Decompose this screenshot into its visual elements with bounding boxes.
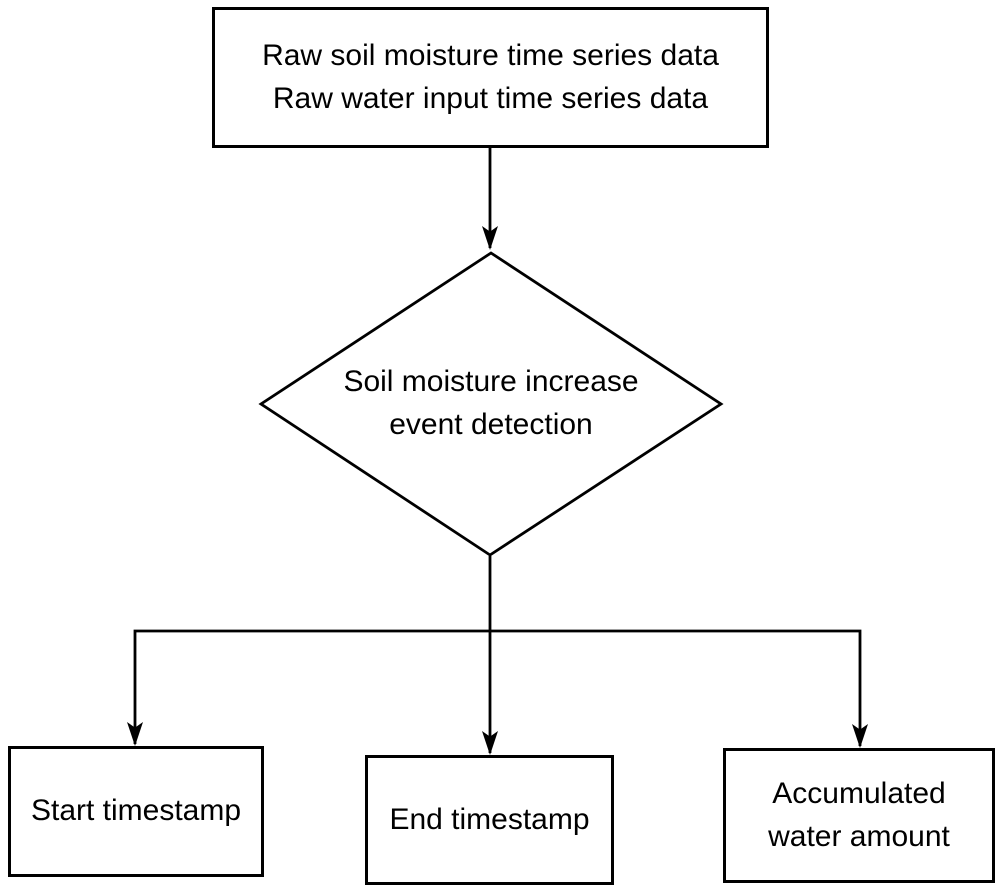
node-raw-input-data-line1: Raw soil moisture time series data <box>262 38 719 72</box>
node-accumulated-water-line1: Accumulated <box>772 776 946 810</box>
decision-diamond-shape <box>258 251 724 557</box>
edge-detection-to-accumulated <box>490 629 868 748</box>
edge-detection-to-start <box>127 629 490 746</box>
node-start-timestamp-label: Start timestamp <box>30 794 242 828</box>
node-accumulated-water: Accumulated water amount <box>723 748 995 883</box>
node-raw-input-data: Raw soil moisture time series data Raw w… <box>212 7 769 148</box>
node-raw-input-data-line2: Raw water input time series data <box>272 81 709 115</box>
node-start-timestamp: Start timestamp <box>8 746 264 877</box>
node-end-timestamp: End timestamp <box>365 755 614 885</box>
node-end-timestamp-label: End timestamp <box>389 802 590 836</box>
node-accumulated-water-line2: water amount <box>768 819 950 853</box>
